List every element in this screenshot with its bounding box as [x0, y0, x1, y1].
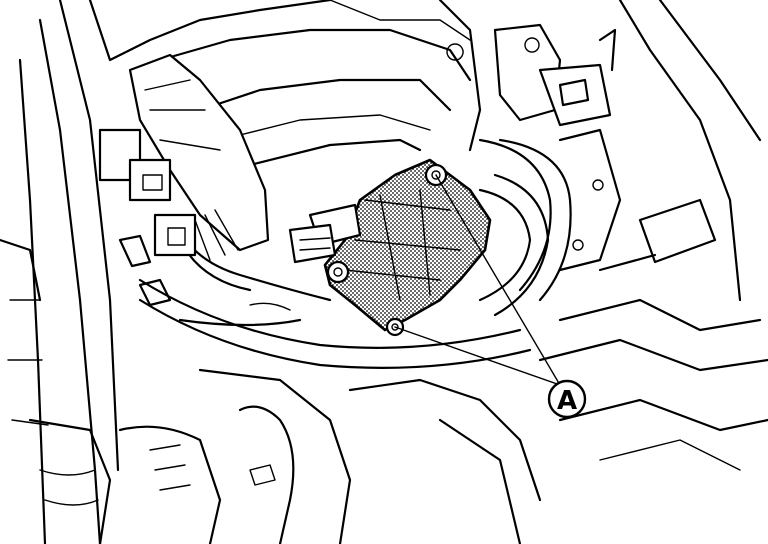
callout-label: A [557, 386, 577, 416]
upper-duct [88, 0, 482, 172]
right-structure [538, 0, 768, 372]
bolt [326, 260, 350, 284]
bracket [493, 23, 617, 127]
hose [138, 138, 572, 369]
leader-lines [394, 174, 561, 386]
left-frame [0, 0, 120, 544]
lower-engine [118, 368, 768, 544]
callout-a: A [547, 379, 587, 419]
connector [98, 128, 197, 307]
actuator [288, 158, 492, 332]
